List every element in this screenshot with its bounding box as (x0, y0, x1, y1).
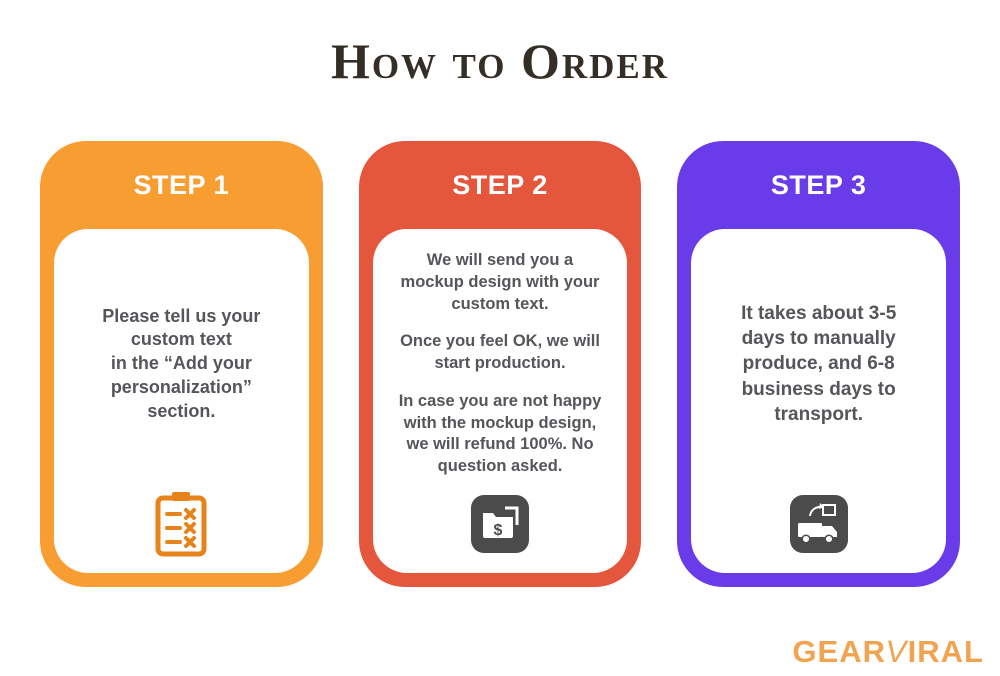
clipboard-checklist-icon (152, 489, 210, 559)
watermark-text-gear: GEAR (792, 634, 886, 669)
step-2-card: STEP 2 We will send you a mockup design … (358, 141, 642, 587)
step-1-text: Please tell us your custom text in the “… (102, 245, 260, 483)
step-1-body: Please tell us your custom text in the “… (54, 229, 309, 573)
step-2-paragraph: In case you are not happy with the mocku… (398, 391, 602, 476)
step-3-body: It takes about 3-5 days to manually prod… (691, 229, 947, 573)
step-3-card: STEP 3 It takes about 3-5 days to manual… (677, 141, 961, 587)
step-3-paragraph: It takes about 3-5 days to manually prod… (741, 303, 897, 425)
step-1-header: STEP 1 (133, 169, 230, 200)
watermark-text-iral: IRAL (907, 634, 984, 669)
step-3-text: It takes about 3-5 days to manually prod… (741, 245, 896, 483)
step-1-card: STEP 1 Please tell us your custom text i… (40, 141, 323, 587)
brand-watermark: GEARVIRAL (792, 634, 984, 670)
step-2-paragraph: Once you feel OK, we will start producti… (400, 332, 600, 373)
step-2-header: STEP 2 (452, 169, 548, 200)
step-2-body: We will send you a mockup design with yo… (372, 229, 628, 573)
page-title: How to Order (330, 33, 670, 89)
watermark-stylized-v: V (882, 634, 911, 669)
step-1-paragraph: Please tell us your custom text in the “… (102, 305, 261, 421)
shipping-truck-icon (789, 489, 848, 559)
dollar-folder-icon: $ (471, 489, 529, 559)
step-2-text: We will send you a mockup design with yo… (399, 245, 602, 483)
step-2-paragraph: We will send you a mockup design with yo… (400, 251, 600, 313)
steps-row: STEP 1 Please tell us your custom text i… (0, 141, 1000, 587)
svg-text:$: $ (494, 522, 503, 539)
step-3-header: STEP 3 (770, 169, 867, 200)
infographic-canvas: How to Order STEP 1 Please tell us your … (0, 33, 1000, 669)
